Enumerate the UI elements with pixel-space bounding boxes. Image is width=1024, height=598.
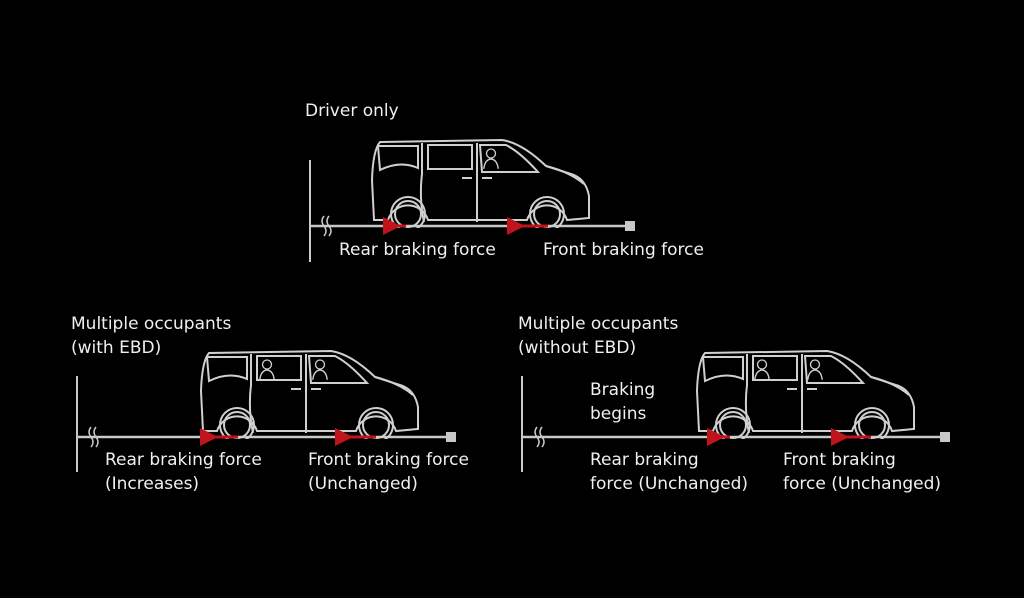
rear-force-note: force (Unchanged) bbox=[590, 474, 749, 494]
break-mark-icon bbox=[534, 426, 545, 448]
rear-force-note: (Increases) bbox=[105, 474, 200, 494]
end-marker bbox=[625, 221, 635, 231]
front-force-note: (Unchanged) bbox=[308, 474, 418, 494]
break-mark-icon bbox=[321, 215, 332, 237]
panel-title-line2: (without EBD) bbox=[518, 338, 637, 358]
van-icon bbox=[371, 139, 590, 228]
driver-icon bbox=[312, 359, 328, 381]
passenger-icon bbox=[754, 359, 770, 381]
braking-begins-line1: Braking bbox=[590, 380, 656, 400]
panel-title-line1: Multiple occupants bbox=[518, 314, 679, 334]
panel-without-ebd bbox=[521, 350, 950, 472]
van-icon bbox=[696, 350, 915, 439]
panel-title-line2: (with EBD) bbox=[71, 338, 162, 358]
front-force-note: force (Unchanged) bbox=[783, 474, 942, 494]
van-icon bbox=[200, 350, 419, 439]
break-mark-icon bbox=[88, 426, 99, 448]
driver-icon bbox=[807, 359, 823, 381]
driver-icon bbox=[483, 148, 499, 170]
panel-title-line1: Multiple occupants bbox=[71, 314, 232, 334]
front-force-label: Front braking force bbox=[543, 240, 704, 260]
end-marker bbox=[940, 432, 950, 442]
panel-title: Driver only bbox=[305, 101, 399, 121]
panel-with-ebd bbox=[76, 350, 456, 472]
end-marker bbox=[446, 432, 456, 442]
rear-force-label: Rear braking force bbox=[339, 240, 496, 260]
rear-force-label: Rear braking force bbox=[105, 450, 262, 470]
front-force-label: Front braking bbox=[783, 450, 896, 470]
panel-driver-only bbox=[309, 139, 635, 262]
passenger-icon bbox=[259, 359, 275, 381]
front-force-label: Front braking force bbox=[308, 450, 469, 470]
rear-force-label: Rear braking bbox=[590, 450, 699, 470]
braking-begins-line2: begins bbox=[590, 404, 647, 424]
